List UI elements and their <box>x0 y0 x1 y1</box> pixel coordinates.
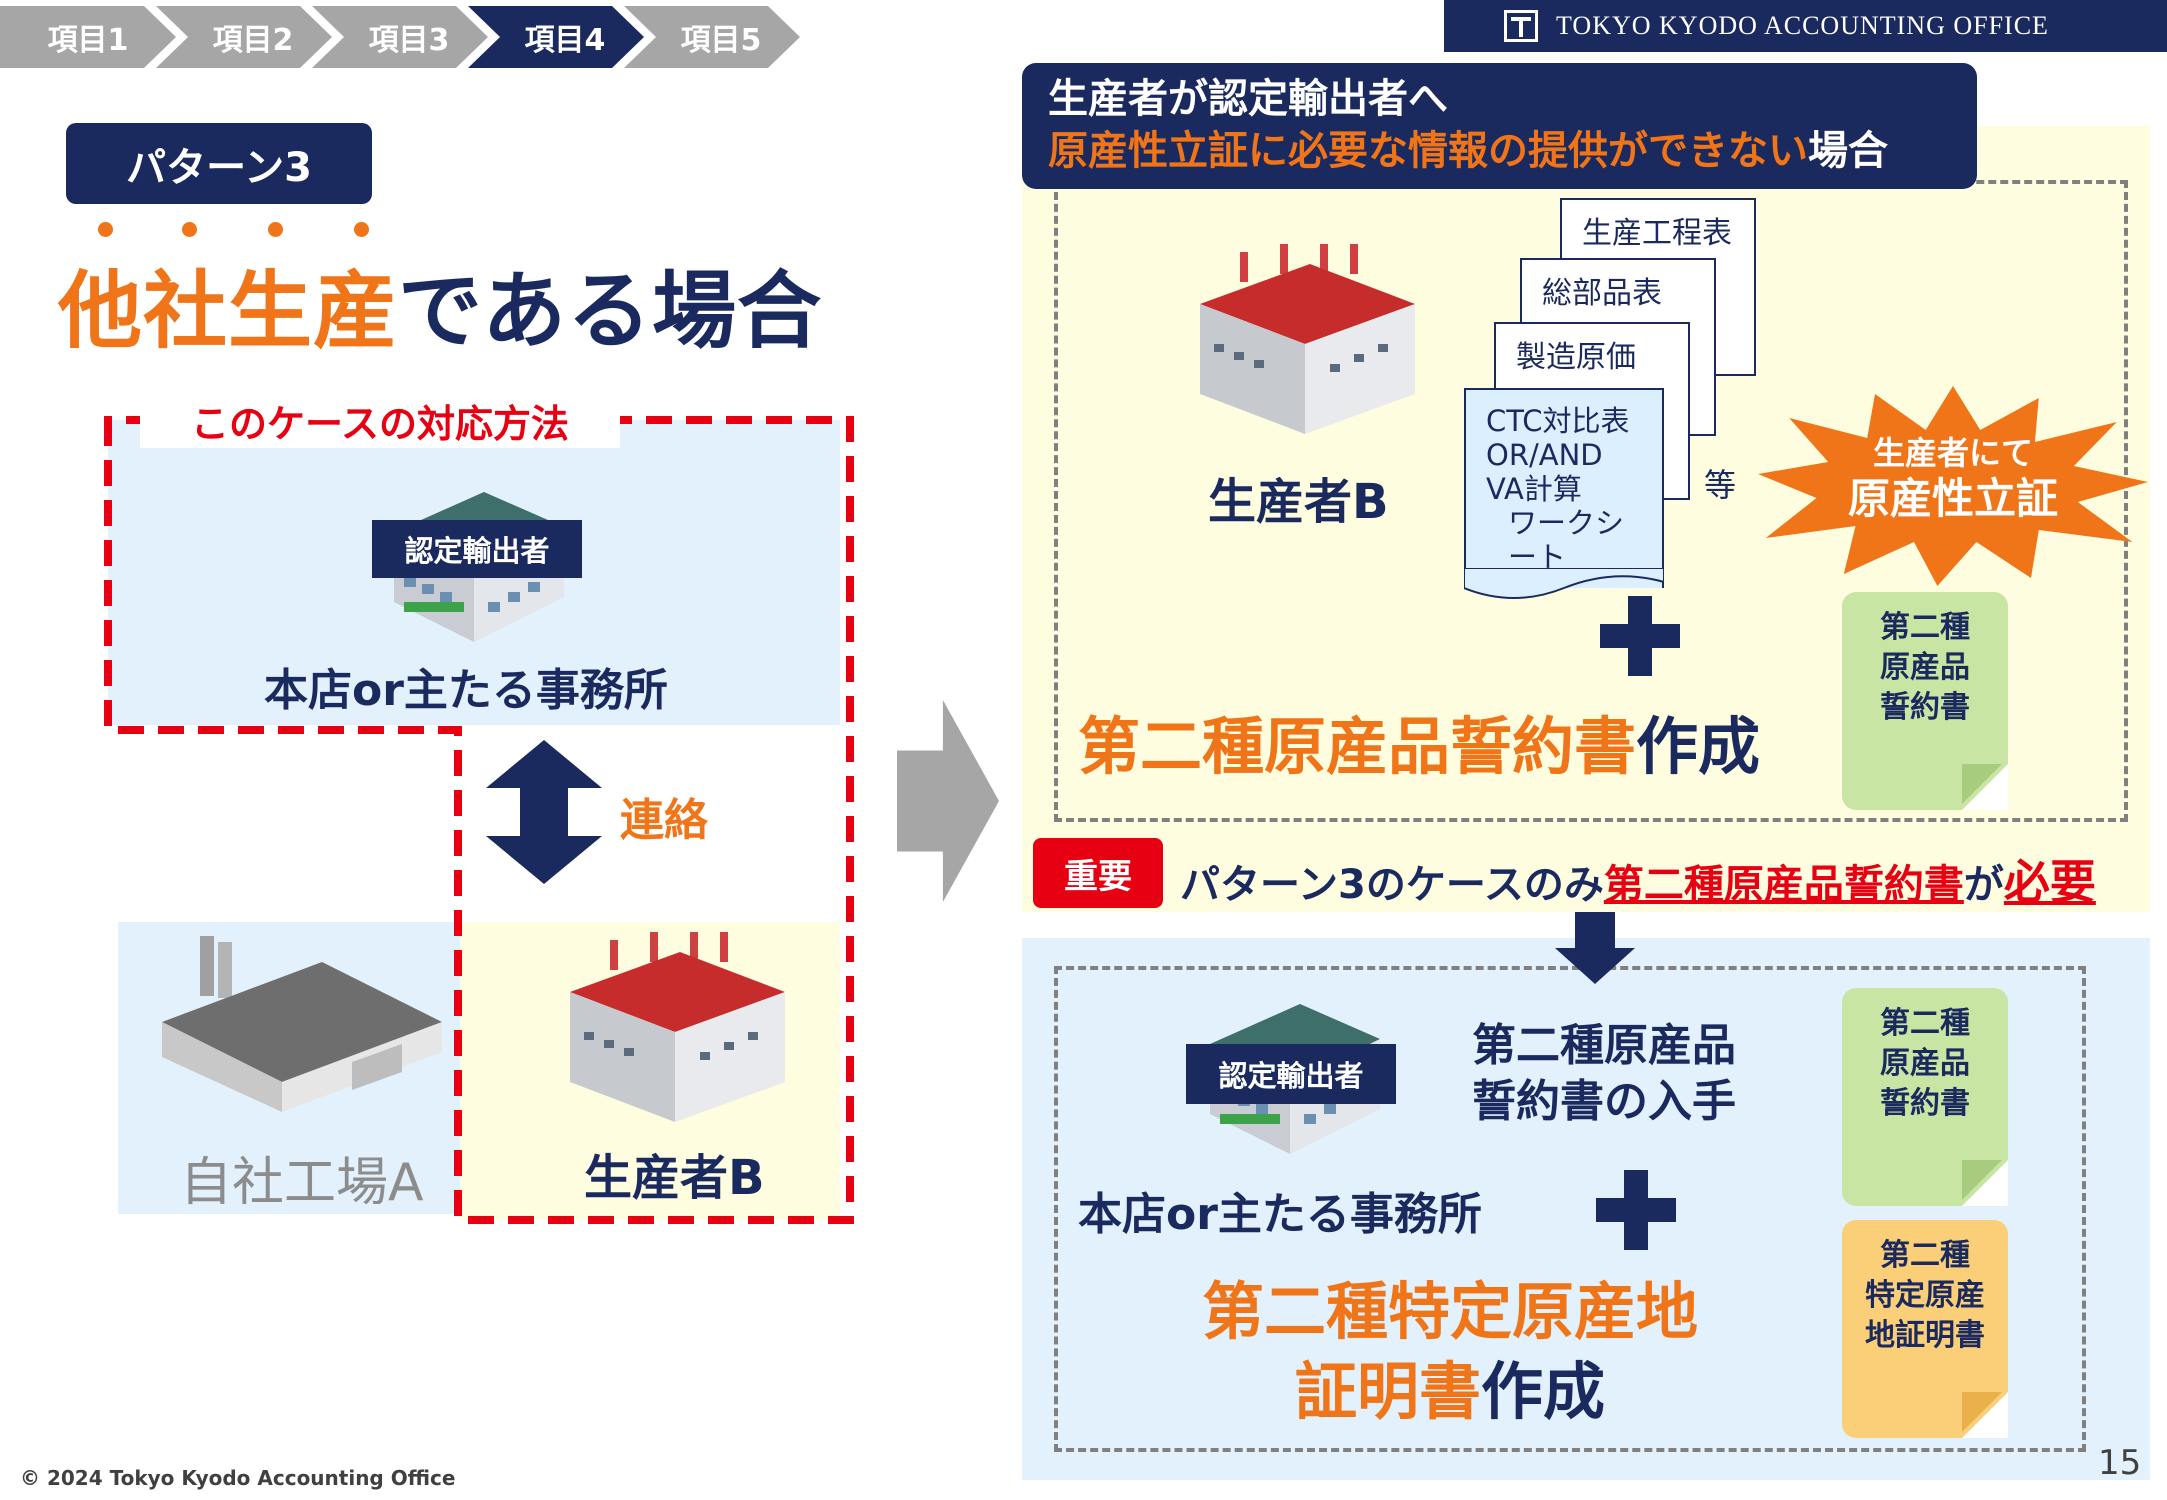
case-dashed-outline <box>104 416 854 1224</box>
emphasis-dot <box>268 222 283 237</box>
two-way-arrow-icon <box>486 740 602 884</box>
certificate-line2-end: 作成 <box>1481 1355 1606 1428</box>
producer-label: 生産者B <box>584 1150 765 1206</box>
contact-label: 連絡 <box>620 795 708 846</box>
emphasis-dot <box>354 222 369 237</box>
worksheet-line: CTC対比表 <box>1486 404 1630 438</box>
breadcrumb-item-4-current[interactable]: 項目4 <box>468 6 644 68</box>
own-factory-label: 自社工場A <box>180 1153 424 1213</box>
worksheet-document: CTC対比表 OR/AND VA計算 ワークシート <box>1464 388 1664 588</box>
producer-factory-icon <box>570 932 785 1122</box>
note-line: 第二種 <box>1880 1006 1970 1041</box>
note-line: 原産品 <box>1880 1046 1970 1081</box>
brand-name: TOKYO KYODO ACCOUNTING OFFICE <box>1556 11 2049 40</box>
worksheet-line: VA計算 <box>1486 472 1582 506</box>
plus-icon-bar <box>1596 1198 1676 1222</box>
breadcrumb-item-1[interactable]: 項目1 <box>0 6 176 68</box>
document-title: 生産工程表 <box>1582 216 1732 251</box>
scenario-header-line1: 生産者が認定輸出者へ <box>1048 76 1448 122</box>
certificate-document-note: 第二種 特定原産 地証明書 <box>1842 1220 2008 1438</box>
certified-exporter-badge-right: 認定輸出者 <box>1186 1044 1396 1104</box>
create-pledge-text: 第二種原産品誓約書作成 <box>1078 696 1760 786</box>
company-logo-icon <box>1504 10 1538 42</box>
burst-line1: 生産者にて <box>1872 434 2033 472</box>
worksheet-line: ワークシート <box>1508 506 1625 574</box>
certificate-line2: 証明書作成 <box>1080 1352 1820 1432</box>
important-underlined: 第二種原産品誓約書 <box>1603 862 1964 908</box>
note-line: 誓約書 <box>1880 1086 1970 1121</box>
emphasis-dot <box>98 222 113 237</box>
note-line: 地証明書 <box>1865 1318 1985 1353</box>
burst-line2: 原産性立証 <box>1847 474 2058 523</box>
head-office-label-right: 本店or主たる事務所 <box>1078 1189 1482 1240</box>
note-line: 第二種 <box>1880 610 1970 645</box>
head-office-label: 本店or主たる事務所 <box>264 665 668 716</box>
important-required: 必要 <box>2003 855 2096 909</box>
own-factory-icon <box>162 936 442 1112</box>
pledge-document-note-2: 第二種 原産品 誓約書 <box>1842 988 2008 1206</box>
create-certificate-text: 第二種特定原産地 証明書作成 <box>1080 1272 1820 1432</box>
important-pre: パターン3のケースのみ <box>1180 862 1604 908</box>
scenario-header-end: 場合 <box>1808 128 1888 174</box>
certificate-line2-highlight: 証明書 <box>1294 1355 1481 1428</box>
pledge-document-note: 第二種 原産品 誓約書 <box>1842 592 2008 810</box>
worksheet-line: OR/AND <box>1486 438 1603 472</box>
important-badge: 重要 <box>1033 838 1163 908</box>
brand-bar: TOKYO KYODO ACCOUNTING OFFICE <box>1444 0 2167 52</box>
copyright: © 2024 Tokyo Kyodo Accounting Office <box>20 1466 456 1490</box>
note-line: 第二種 <box>1880 1238 1970 1273</box>
worksheet-wave-edge <box>1464 568 1664 599</box>
case-label: このケースの対応方法 <box>140 392 620 448</box>
page-number: 15 <box>2098 1443 2142 1483</box>
title-rest: である場合 <box>398 262 823 360</box>
flow-arrow-right <box>897 700 999 902</box>
page-title: 他社生産である場合 <box>58 244 822 365</box>
title-highlight: 他社生産 <box>58 262 399 360</box>
note-line: 特定原産 <box>1865 1278 1985 1313</box>
burst-text: 生産者にて 原産性立証 <box>1758 432 2148 524</box>
etc-label: 等 <box>1704 466 1737 504</box>
scenario-header-line2: 原産性立証に必要な情報の提供ができない場合 <box>1048 125 1951 177</box>
create-pledge-end: 作成 <box>1636 710 1761 783</box>
plus-icon-bar <box>1600 624 1680 648</box>
note-line: 原産品 <box>1880 650 1970 685</box>
certificate-line1: 第二種特定原産地 <box>1201 1275 1698 1348</box>
create-pledge-highlight: 第二種原産品誓約書 <box>1078 710 1637 783</box>
note-line: 誓約書 <box>1880 690 1970 725</box>
producer-factory-icon <box>1200 244 1415 434</box>
important-mid: が <box>1963 862 2004 908</box>
bottom-dashed-frame <box>1054 966 2086 1452</box>
obtain-pledge-text: 第二種原産品 誓約書の入手 <box>1472 1018 1736 1130</box>
document-title: 総部品表 <box>1542 276 1662 311</box>
emphasis-dot <box>182 222 197 237</box>
important-text: パターン3のケースのみ第二種原産品誓約書が必要 <box>1180 846 2096 912</box>
obtain-line2: 誓約書の入手 <box>1472 1076 1736 1127</box>
pattern-badge: パターン3 <box>66 123 372 204</box>
scenario-header: 生産者が認定輸出者へ 原産性立証に必要な情報の提供ができない場合 <box>1022 63 1977 189</box>
certified-exporter-badge: 認定輸出者 <box>372 520 582 578</box>
producer-label-right: 生産者B <box>1208 474 1389 530</box>
document-title: 製造原価 <box>1516 340 1636 375</box>
obtain-line1: 第二種原産品 <box>1472 1020 1736 1071</box>
scenario-header-highlight: 原産性立証に必要な情報の提供ができない <box>1048 128 1808 174</box>
